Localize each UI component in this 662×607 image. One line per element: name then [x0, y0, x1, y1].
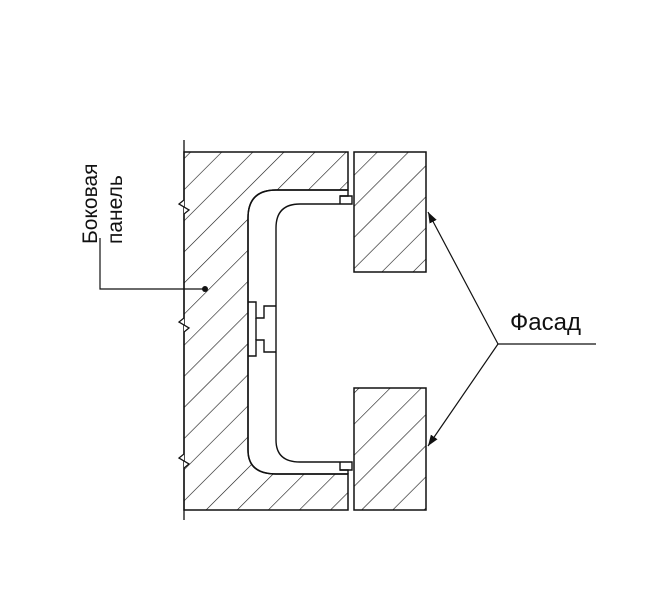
side-panel-break-line	[177, 140, 191, 520]
facade-arrow-lower	[427, 343, 499, 447]
side-panel-label-line1: Боковая	[79, 163, 102, 244]
side-panel-hatched-body	[183, 151, 349, 511]
c-profile	[247, 189, 353, 475]
side-panel-leader	[99, 238, 205, 290]
side-panel-leader-dot	[202, 286, 208, 292]
side-panel	[177, 140, 349, 520]
facade-label: Фасад	[510, 309, 581, 336]
facade-lower	[353, 387, 427, 511]
facade-arrow-upper	[427, 211, 499, 345]
facade-upper	[353, 151, 427, 273]
side-panel-label-line2: панель	[104, 175, 127, 244]
